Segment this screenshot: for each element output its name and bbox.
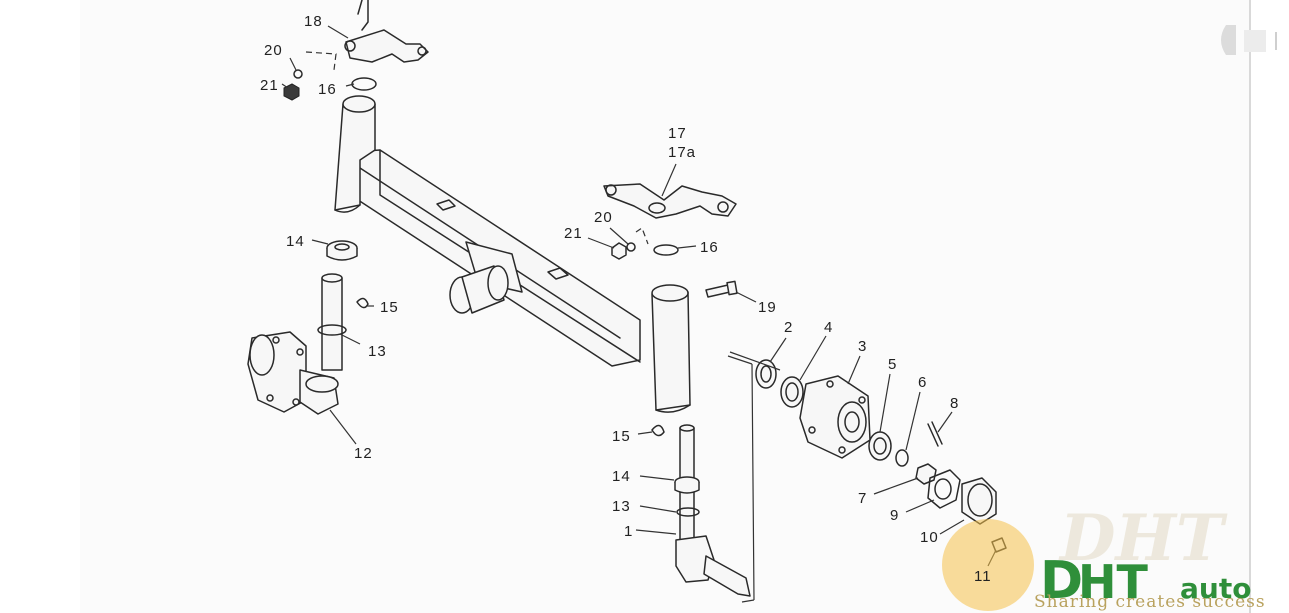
cotter-pin-8 — [927, 421, 943, 447]
callout-11: 11 — [974, 568, 992, 585]
leader-lines — [281, 25, 997, 567]
bearing-5 — [868, 431, 892, 461]
bearing-4 — [780, 376, 804, 408]
arm-dash-right — [635, 227, 649, 245]
watermark-logo: D HT auto Sharing creates success — [1034, 551, 1266, 612]
callout-7: 7 — [858, 490, 867, 507]
nut-21-mid — [611, 242, 627, 260]
hub-3 — [799, 375, 871, 459]
washer-20-mid — [626, 242, 636, 252]
callout-17: 17 — [668, 125, 687, 142]
key-15-right — [651, 424, 665, 437]
right-steering-arm — [603, 183, 737, 219]
o-ring-16-top — [351, 77, 377, 91]
callout-21-mid: 21 — [564, 225, 583, 242]
callout-20-mid: 20 — [594, 209, 613, 226]
left-kingpin-tube — [334, 95, 376, 213]
hub-axis-line — [727, 355, 755, 603]
logo-tagline: Sharing creates success — [1034, 592, 1266, 612]
callout-13-right: 13 — [612, 498, 631, 515]
logo-auto: auto — [1180, 572, 1251, 605]
callout-2: 2 — [784, 319, 793, 336]
washer-6 — [895, 449, 909, 467]
page-edge — [1249, 0, 1251, 613]
hub-cap-10 — [961, 477, 997, 525]
callout-14-right: 14 — [612, 468, 631, 485]
left-stub-axle-hub — [247, 273, 347, 415]
seal-2 — [755, 359, 777, 389]
callout-17a: 17a — [668, 144, 696, 161]
callout-14-left: 14 — [286, 233, 305, 250]
logo-ht: HT — [1078, 555, 1148, 609]
callout-21-top: 21 — [260, 77, 279, 94]
corner-scan-mark — [1221, 25, 1277, 55]
callout-5: 5 — [888, 356, 897, 373]
right-stub-axle — [675, 424, 751, 597]
left-steering-arm — [344, 0, 429, 63]
callout-6: 6 — [918, 374, 927, 391]
washer-20-top — [293, 69, 303, 79]
kingpin-axis-line — [729, 351, 781, 371]
arm-dash-left — [305, 51, 337, 71]
o-ring-16-mid — [653, 244, 679, 256]
callout-9: 9 — [890, 507, 899, 524]
callout-12: 12 — [354, 445, 373, 462]
watermark-ghost-text: DHT — [1058, 501, 1228, 576]
callout-labels: 18 20 21 16 14 15 13 12 17 17a 20 21 16 … — [260, 13, 992, 585]
logo-d: D — [1040, 551, 1083, 611]
callout-16-top: 16 — [318, 81, 337, 98]
castle-nut-7 — [915, 463, 937, 485]
gasket-9 — [927, 469, 961, 509]
axle-beam — [351, 149, 641, 367]
o-ring-13-right — [676, 507, 700, 517]
bolt-19 — [705, 280, 738, 298]
callout-18: 18 — [304, 13, 323, 30]
callout-4: 4 — [824, 319, 833, 336]
callout-16-mid: 16 — [700, 239, 719, 256]
callout-19: 19 — [758, 299, 777, 316]
callout-15-left: 15 — [380, 299, 399, 316]
callout-15-right: 15 — [612, 428, 631, 445]
right-seal-14 — [674, 476, 700, 494]
right-kingpin-tube — [651, 284, 691, 413]
left-seal-14 — [326, 240, 358, 261]
callout-20-top: 20 — [264, 42, 283, 59]
callout-3: 3 — [858, 338, 867, 355]
key-15-left — [356, 297, 369, 309]
callout-10: 10 — [920, 529, 939, 546]
callout-13-left: 13 — [368, 343, 387, 360]
callout-8: 8 — [950, 395, 959, 412]
watermark-gold-circle — [942, 519, 1034, 611]
callout-1: 1 — [624, 523, 633, 540]
